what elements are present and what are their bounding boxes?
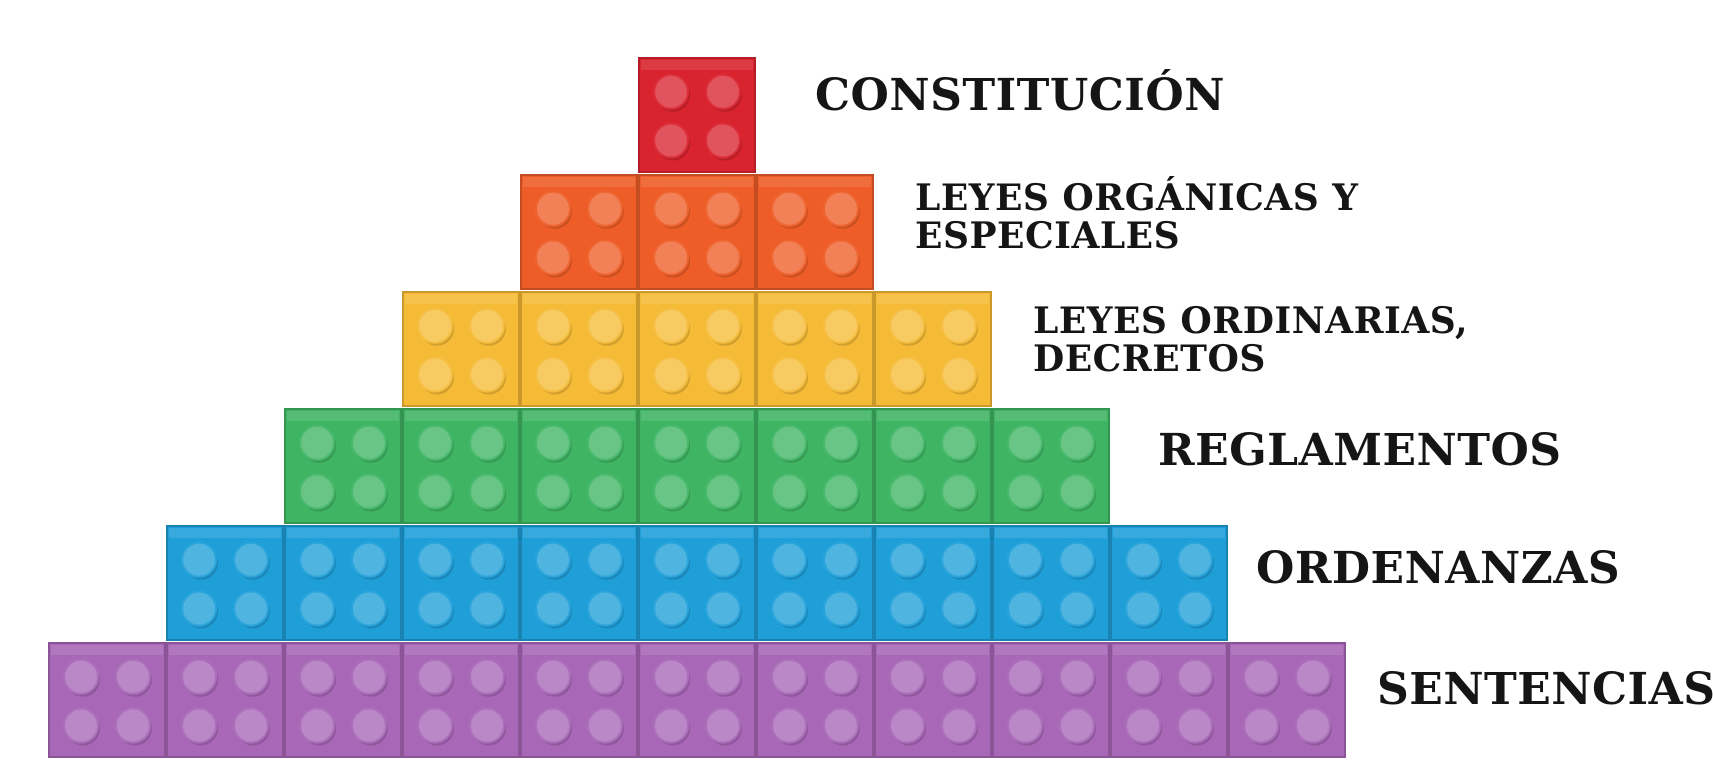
lego-brick [284, 642, 402, 758]
tier-label-line: CONSTITUCIÓN [815, 70, 1225, 121]
lego-brick [166, 525, 284, 641]
lego-brick [1110, 525, 1228, 641]
lego-brick [874, 291, 992, 407]
tier-label-constitucion: CONSTITUCIÓN [815, 70, 1225, 121]
tier-label-leyes-ordinarias: LEYES ORDINARIAS,DECRETOS [1033, 300, 1469, 380]
lego-brick [402, 642, 520, 758]
lego-brick [874, 408, 992, 524]
tier-sentencias [48, 642, 1346, 758]
lego-brick [638, 291, 756, 407]
tier-label-ordenanzas: ORDENANZAS [1256, 543, 1621, 594]
lego-brick [756, 642, 874, 758]
lego-brick [520, 291, 638, 407]
lego-brick [756, 408, 874, 524]
lego-brick [638, 525, 756, 641]
tier-leyes-ordinarias [402, 291, 992, 407]
lego-brick [638, 408, 756, 524]
lego-brick [520, 174, 638, 290]
tier-constitucion [638, 57, 756, 173]
lego-brick [992, 642, 1110, 758]
lego-brick [284, 408, 402, 524]
tier-label-line: REGLAMENTOS [1158, 425, 1562, 476]
lego-brick [756, 174, 874, 290]
lego-brick [284, 525, 402, 641]
lego-brick [402, 291, 520, 407]
lego-brick [48, 642, 166, 758]
tier-label-reglamentos: REGLAMENTOS [1158, 425, 1562, 476]
lego-brick [638, 642, 756, 758]
lego-brick [756, 291, 874, 407]
lego-brick [1110, 642, 1228, 758]
tier-leyes-organicas [520, 174, 874, 290]
lego-brick [520, 642, 638, 758]
tier-label-line: ESPECIALES [915, 214, 1181, 257]
tier-reglamentos [284, 408, 1110, 524]
lego-brick [992, 525, 1110, 641]
tier-label-line: LEYES ORGÁNICAS Y [915, 177, 1359, 219]
lego-brick [166, 642, 284, 758]
tier-label-line: LEYES ORDINARIAS, [1033, 300, 1469, 342]
lego-brick [756, 525, 874, 641]
tier-label-sentencias: SENTENCIAS [1377, 664, 1713, 715]
lego-brick [638, 57, 756, 173]
tier-label-line: SENTENCIAS [1377, 664, 1713, 715]
lego-brick [1228, 642, 1346, 758]
lego-brick [402, 525, 520, 641]
lego-brick [992, 408, 1110, 524]
tier-ordenanzas [166, 525, 1228, 641]
lego-brick [874, 642, 992, 758]
lego-brick [402, 408, 520, 524]
lego-brick [520, 525, 638, 641]
lego-brick [520, 408, 638, 524]
lego-brick [638, 174, 756, 290]
tier-label-line: ORDENANZAS [1256, 543, 1621, 594]
tier-label-line: DECRETOS [1033, 337, 1266, 380]
lego-brick [874, 525, 992, 641]
